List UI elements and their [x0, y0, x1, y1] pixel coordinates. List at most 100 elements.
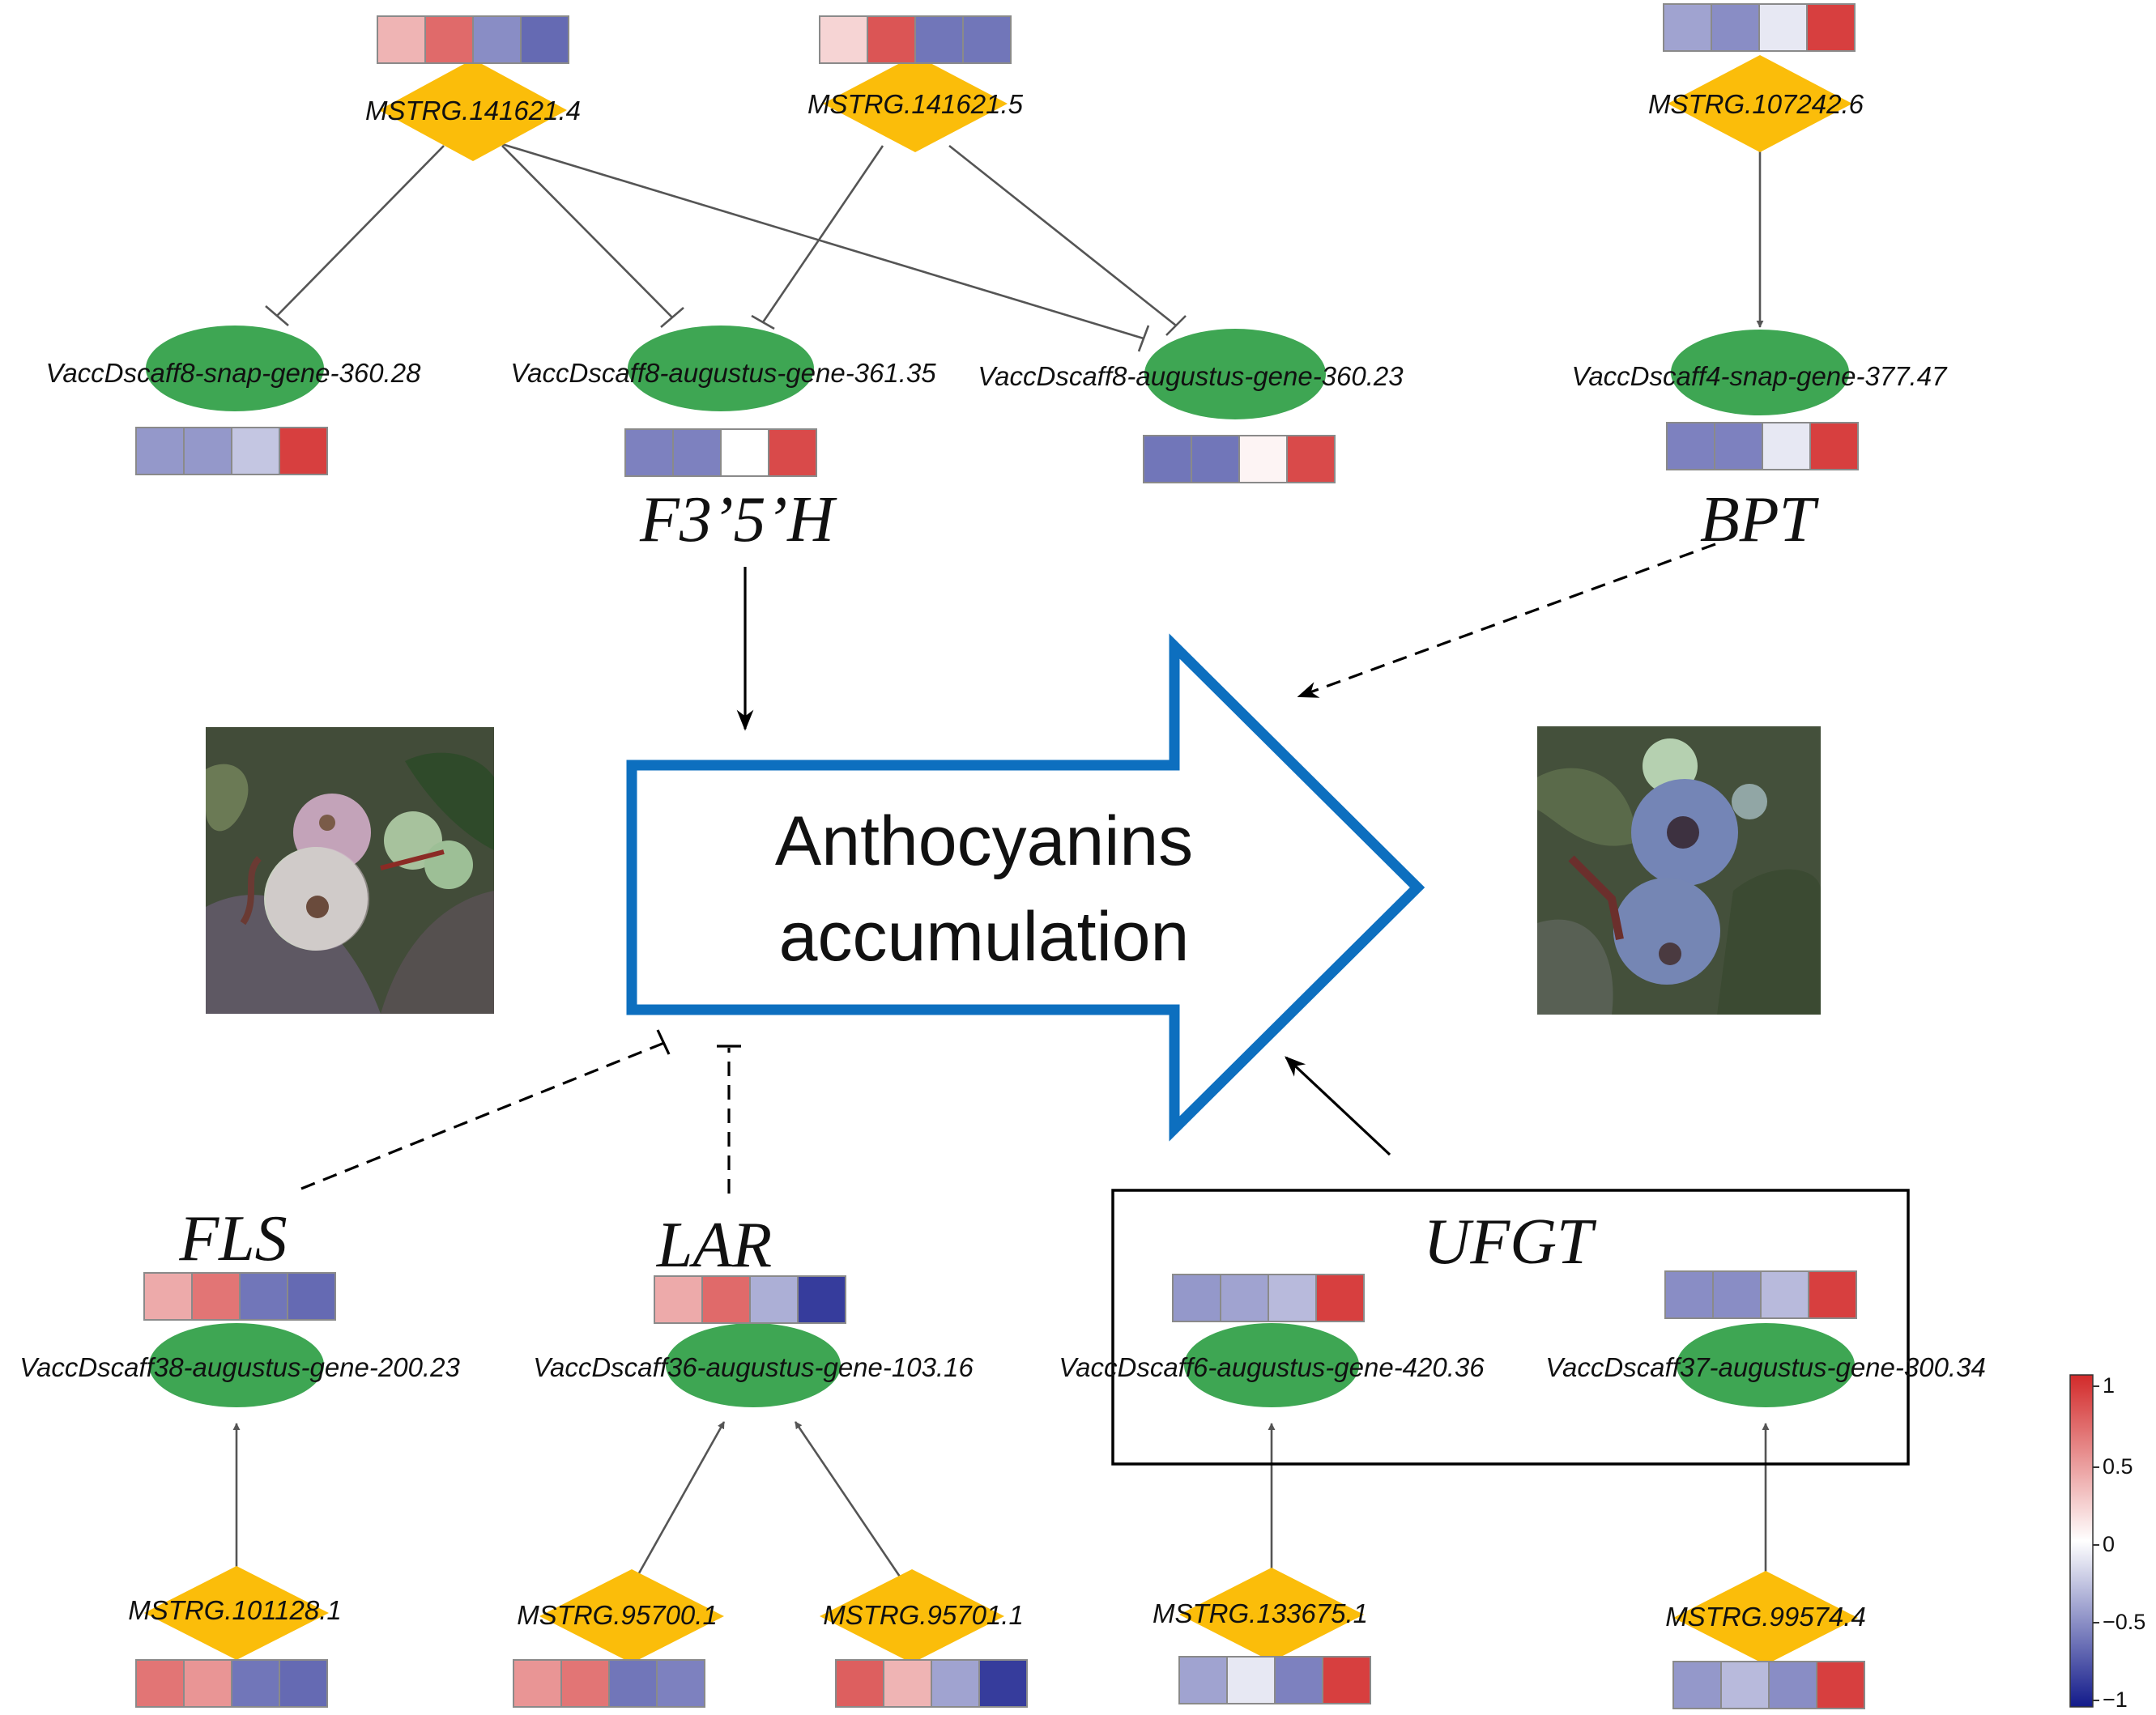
regulator-label: MSTRG.99574.4 [1665, 1602, 1866, 1632]
gene-group-fls: FLS [178, 1203, 287, 1275]
pathway-connectors [300, 543, 1716, 1194]
heatmap-hm-r2 [819, 15, 1012, 64]
heatmap-cell [1762, 422, 1811, 470]
colorbar-tick: 0 [2103, 1532, 2115, 1556]
regulator-node: MSTRG.95701.1 [820, 1569, 1024, 1663]
heatmap-cell [424, 15, 474, 64]
heatmap-cell [1816, 1661, 1865, 1709]
heatmap-cell [768, 428, 817, 477]
edge-r1-g3 [501, 143, 1144, 340]
edge-r1-g3-bar [1137, 325, 1150, 352]
gene-node: VaccDscaff8-augustus-gene-360.23 [978, 329, 1404, 419]
fls-inhibition-bar [656, 1029, 671, 1055]
heatmap-cell [191, 1272, 241, 1321]
heatmap-cell [143, 1272, 193, 1321]
heatmap-cell [883, 1659, 932, 1708]
gene-ellipse [1677, 1323, 1855, 1407]
anthocyanin-accumulation-arrow: Anthocyanins accumulation [626, 633, 1425, 1142]
heatmap-cell [135, 427, 185, 475]
colorbar: 1 0.5 0 −0.5 −1 [2069, 1373, 2145, 1712]
heatmap-cell [1666, 422, 1715, 470]
edge-r1-g2-bar [660, 307, 684, 328]
heatmap-cell [520, 15, 569, 64]
heatmap-cell [472, 15, 522, 64]
heatmap-cell [1322, 1656, 1371, 1704]
heatmap-hm-g7 [1172, 1274, 1365, 1322]
heatmap-cell [1720, 1661, 1770, 1709]
heatmap-cell [1238, 435, 1288, 483]
fls-inhibition-line [300, 1041, 665, 1190]
gene-ellipse [1144, 329, 1326, 419]
heatmap-strips [135, 3, 1865, 1709]
heatmap-cell [1664, 1270, 1714, 1319]
heatmap-cell [560, 1659, 610, 1708]
heatmap-cell [1711, 3, 1760, 52]
regulator-diamond [539, 1569, 724, 1663]
heatmap-hm-g5 [143, 1272, 336, 1321]
gene-ellipse [146, 326, 324, 411]
bpt-activation-arrow [1297, 543, 1716, 698]
edges-top [265, 143, 1764, 352]
heatmap-cell [1172, 1274, 1221, 1322]
heatmap-cell [183, 427, 232, 475]
heatmap-cell [656, 1659, 705, 1708]
heatmap-cell [1758, 3, 1808, 52]
edges-bottom [232, 1421, 1770, 1580]
regulator-diamond [1179, 1568, 1364, 1662]
heatmap-cell [608, 1659, 658, 1708]
gene-ellipse [666, 1323, 841, 1407]
heatmap-cell [1315, 1274, 1365, 1322]
gene-node: VaccDscaff37-augustus-gene-300.34 [1545, 1323, 1986, 1407]
heatmap-hm-g3 [1143, 435, 1336, 483]
heatmap-cell [1809, 422, 1859, 470]
edge-r1-g1-bar [265, 305, 289, 326]
heatmap-cell [749, 1275, 799, 1324]
heatmap-cell [1672, 1661, 1722, 1709]
heatmap-cell [1808, 1270, 1857, 1319]
regulator-node: MSTRG.101128.1 [128, 1566, 342, 1660]
edge-r2-g3 [948, 144, 1177, 327]
heatmap-hm-r5 [513, 1659, 705, 1708]
regulator-node: MSTRG.141621.5 [807, 55, 1024, 152]
gene-label: VaccDscaff8-snap-gene-360.28 [46, 358, 422, 388]
regulator-label: MSTRG.95701.1 [823, 1600, 1024, 1630]
colorbar-tick: −0.5 [2103, 1610, 2145, 1634]
heatmap-cell [1714, 422, 1763, 470]
regulator-label: MSTRG.101128.1 [128, 1595, 342, 1625]
heatmap-hm-r6 [835, 1659, 1028, 1708]
heatmap-cell [701, 1275, 751, 1324]
gene-node: VaccDscaff4-snap-gene-377.47 [1572, 330, 1948, 415]
heatmap-cell [1268, 1274, 1317, 1322]
regulator-label: MSTRG.107242.6 [1648, 89, 1864, 119]
heatmap-hm-r4 [135, 1659, 328, 1708]
gene-label: VaccDscaff8-augustus-gene-361.35 [510, 358, 936, 388]
gene-group-ufgt: UFGT [1424, 1206, 1597, 1278]
regulator-node: MSTRG.99574.4 [1665, 1571, 1866, 1665]
gene-label: VaccDscaff36-augustus-gene-103.16 [533, 1352, 974, 1382]
regulator-label: MSTRG.95700.1 [517, 1600, 718, 1630]
regulator-node: MSTRG.107242.6 [1648, 55, 1864, 152]
gene-node: VaccDscaff6-augustus-gene-420.36 [1059, 1323, 1485, 1407]
heatmap-cell [287, 1272, 336, 1321]
regulator-node: MSTRG.95700.1 [517, 1569, 724, 1663]
gene-label: VaccDscaff37-augustus-gene-300.34 [1545, 1352, 1986, 1382]
gene-label: VaccDscaff8-augustus-gene-360.23 [978, 361, 1404, 391]
regulator-label: MSTRG.133675.1 [1153, 1598, 1368, 1628]
ufgt-group-box [1111, 1189, 1910, 1466]
colorbar-tick: −1 [2103, 1687, 2128, 1712]
heatmap-cell [867, 15, 916, 64]
heatmap-cell [1712, 1270, 1762, 1319]
regulator-diamond [820, 1569, 1004, 1663]
heatmap-hm-r1 [377, 15, 569, 64]
heatmap-cell [513, 1659, 562, 1708]
colorbar-gradient [2069, 1374, 2094, 1708]
heatmap-hm-g2 [624, 428, 817, 477]
regulator-diamond [1668, 55, 1852, 152]
gene-node: VaccDscaff36-augustus-gene-103.16 [533, 1323, 974, 1407]
regulator-diamond [379, 59, 567, 161]
heatmap-cell [797, 1275, 846, 1324]
heatmap-cell [377, 15, 426, 64]
gene-node: VaccDscaff8-augustus-gene-361.35 [510, 326, 936, 411]
main-arrow-line2: accumulation [779, 898, 1190, 976]
